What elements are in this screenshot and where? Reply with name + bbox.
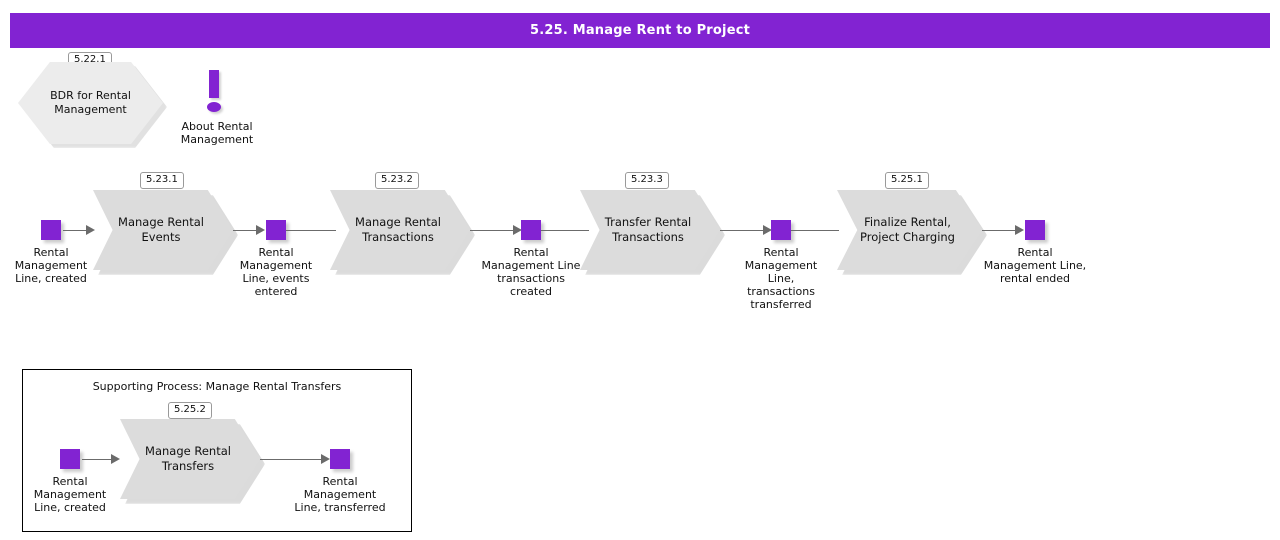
event-caption: Rental Management Line transactions crea… bbox=[481, 246, 581, 298]
process-step-3[interactable]: Transfer Rental Transactions bbox=[580, 190, 725, 275]
building-block-hexagon[interactable]: BDR for Rental Management bbox=[18, 62, 167, 148]
event-caption: Rental Management Line, transferred bbox=[294, 475, 386, 514]
process-shape: Transfer Rental Transactions bbox=[580, 190, 720, 270]
process-shape: Finalize Rental, Project Charging bbox=[837, 190, 982, 270]
exclamation-icon bbox=[209, 70, 219, 98]
event-square bbox=[771, 220, 791, 240]
event-caption: Rental Management Line, created bbox=[14, 246, 88, 285]
badge-step-4[interactable]: 5.25.1 bbox=[885, 172, 929, 189]
connector-arrow bbox=[982, 225, 1024, 236]
process-label: Transfer Rental Transactions bbox=[604, 215, 692, 244]
process-label: Manage Rental Events bbox=[118, 215, 204, 244]
process-shape: Manage Rental Transfers bbox=[120, 419, 260, 499]
event-square bbox=[41, 220, 61, 240]
info-marker[interactable]: About Rental Management bbox=[181, 70, 253, 146]
badge-step-3[interactable]: 5.23.3 bbox=[625, 172, 669, 189]
event-square bbox=[521, 220, 541, 240]
connector-arrow bbox=[63, 225, 95, 236]
connector-arrow bbox=[720, 225, 772, 236]
event-square bbox=[60, 449, 80, 469]
supporting-process-title: Supporting Process: Manage Rental Transf… bbox=[92, 380, 342, 393]
exclamation-dot-icon bbox=[207, 102, 221, 112]
badge-support-step[interactable]: 5.25.2 bbox=[168, 402, 212, 419]
event-caption: Rental Management Line, created bbox=[33, 475, 107, 514]
info-marker-caption: About Rental Management bbox=[180, 120, 254, 146]
process-step-4[interactable]: Finalize Rental, Project Charging bbox=[837, 190, 987, 275]
process-shape: Manage Rental Events bbox=[93, 190, 233, 270]
badge-step-1[interactable]: 5.23.1 bbox=[140, 172, 184, 189]
event-square bbox=[1025, 220, 1045, 240]
connector-line bbox=[541, 225, 589, 236]
hexagon-shape: BDR for Rental Management bbox=[18, 62, 163, 144]
page-title: 5.25. Manage Rent to Project bbox=[529, 23, 751, 38]
process-step-support[interactable]: Manage Rental Transfers bbox=[120, 419, 265, 504]
hexagon-label: BDR for Rental Management bbox=[50, 89, 131, 116]
process-shape: Manage Rental Transactions bbox=[330, 190, 470, 270]
badge-step-2[interactable]: 5.23.2 bbox=[375, 172, 419, 189]
process-label: Manage Rental Transactions bbox=[355, 215, 441, 244]
connector-line bbox=[286, 225, 336, 236]
connector-arrow bbox=[233, 225, 265, 236]
connector-arrow bbox=[260, 454, 330, 465]
process-step-1[interactable]: Manage Rental Events bbox=[93, 190, 238, 275]
event-square bbox=[330, 449, 350, 469]
process-label: Manage Rental Transfers bbox=[145, 444, 231, 473]
event-caption: Rental Management Line, rental ended bbox=[983, 246, 1087, 285]
page-title-bar: 5.25. Manage Rent to Project bbox=[10, 13, 1270, 48]
connector-arrow bbox=[82, 454, 120, 465]
event-caption: Rental Management Line, events entered bbox=[239, 246, 313, 298]
process-label: Finalize Rental, Project Charging bbox=[860, 215, 955, 244]
connector-line bbox=[791, 225, 839, 236]
event-square bbox=[266, 220, 286, 240]
process-step-2[interactable]: Manage Rental Transactions bbox=[330, 190, 475, 275]
connector-arrow bbox=[470, 225, 522, 236]
event-caption: Rental Management Line, transactions tra… bbox=[744, 246, 818, 311]
